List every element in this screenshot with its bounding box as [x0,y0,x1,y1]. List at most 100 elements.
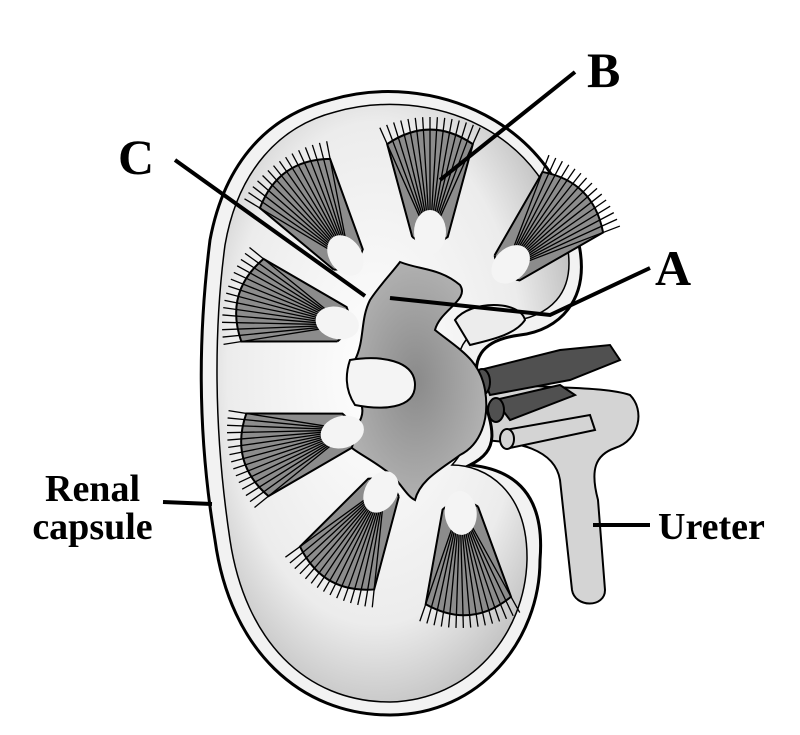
leader-line-b [438,70,577,182]
collecting-duct-line [244,252,326,311]
renal-vein [478,343,622,397]
collecting-duct-line [244,198,329,250]
collecting-duct-line [455,529,460,628]
collecting-duct-line [299,502,369,575]
collecting-duct-line [518,168,576,250]
renal-pyramid [419,491,521,628]
collecting-duct-line [468,527,508,620]
label-ureter: Ureter [658,506,765,548]
collecting-duct-line [461,529,472,628]
collecting-duct-line [522,182,593,253]
label-b: B [587,42,621,98]
collecting-duct-line [470,527,514,617]
collecting-duct-line [227,417,326,429]
collecting-duct-line [236,265,324,314]
collecting-duct-line [465,528,494,624]
collecting-duct-line [228,432,326,449]
collecting-duct-line [364,509,382,607]
collecting-duct-line [240,258,325,313]
collecting-duct-line [291,153,339,241]
collecting-duct-line [447,529,459,628]
collecting-duct-line [440,529,457,627]
collecting-duct-line [371,509,384,608]
renal-papilla [491,245,530,284]
collecting-duct-line [438,124,474,217]
collecting-duct-line [223,328,321,346]
collecting-duct-line [226,292,322,320]
label-renal-capsule-line2: capsule [32,506,153,548]
collecting-duct-line [514,157,557,248]
collecting-duct-line [526,205,611,258]
collecting-duct-line [228,285,322,318]
renal-pyramid [222,246,359,346]
renal-pyramid [227,409,364,509]
collecting-duct-line [289,500,367,564]
label-renal-capsule-line1: Renal [45,468,140,510]
collecting-duct-line [349,508,379,604]
collecting-duct-line [222,326,321,338]
renal-papilla [363,471,399,513]
collecting-duct-line [393,122,424,217]
renal-pyramids [222,117,621,628]
collecting-duct-line [421,117,430,216]
collecting-duct-line [516,160,563,249]
collecting-duct-line [467,528,501,622]
collecting-duct-line [235,438,328,477]
collecting-duct-line [432,117,446,216]
collecting-duct-line [379,127,421,218]
collecting-duct-line [342,508,378,602]
collecting-duct-line [517,164,570,249]
collecting-duct-line [318,142,345,238]
collecting-duct-line [525,199,607,257]
collecting-duct-line [386,124,422,217]
collecting-duct-line [252,186,331,248]
collecting-duct-line [433,529,456,626]
collecting-duct-line [523,187,598,254]
collecting-duct-line [464,529,486,626]
collecting-duct-line [262,175,333,245]
collecting-duct-line [285,156,338,242]
renal-artery [493,383,578,422]
collecting-duct-line [311,144,343,239]
vessel-end [499,428,515,450]
label-a: A [655,240,692,296]
collecting-duct-line [357,509,381,606]
collecting-duct-line [257,180,332,247]
collecting-duct-line [233,271,323,315]
collecting-duct-line [222,321,321,326]
collecting-duct-line [471,526,521,613]
renal-pyramid [379,117,481,254]
collecting-duct-line [439,127,481,218]
collecting-duct-line [463,529,479,627]
collecting-duct-line [310,504,371,584]
collecting-duct-line [528,225,621,262]
collecting-duct-line [294,501,368,570]
collecting-duct-line [273,165,335,243]
renal-column [345,357,417,409]
collecting-duct-line [248,192,330,249]
collecting-duct-line [233,437,327,470]
leader-line-c [173,158,367,298]
collecting-duct-line [513,154,550,247]
collecting-duct-line [526,212,615,259]
collecting-duct-line [329,507,375,596]
label-renal-capsule: Renal capsule [20,470,165,546]
collecting-duct-line [521,177,588,252]
collecting-duct-line [407,118,427,216]
label-c: C [118,129,155,185]
collecting-duct-line [430,117,439,216]
renal-papilla [414,210,446,254]
collecting-duct-line [229,434,326,456]
renal-pyramid [244,141,364,276]
collecting-duct-line [285,499,366,558]
renal-pyramid [285,471,400,608]
collecting-duct-line [336,507,376,599]
collecting-duct-line [228,409,326,427]
collecting-duct-line [223,306,321,323]
collecting-duct-line [249,444,331,503]
collecting-duct-line [326,141,346,238]
collecting-duct-line [322,506,374,592]
collecting-duct-line [527,218,618,261]
collecting-duct-line [222,325,321,331]
collecting-duct-line [238,440,328,484]
